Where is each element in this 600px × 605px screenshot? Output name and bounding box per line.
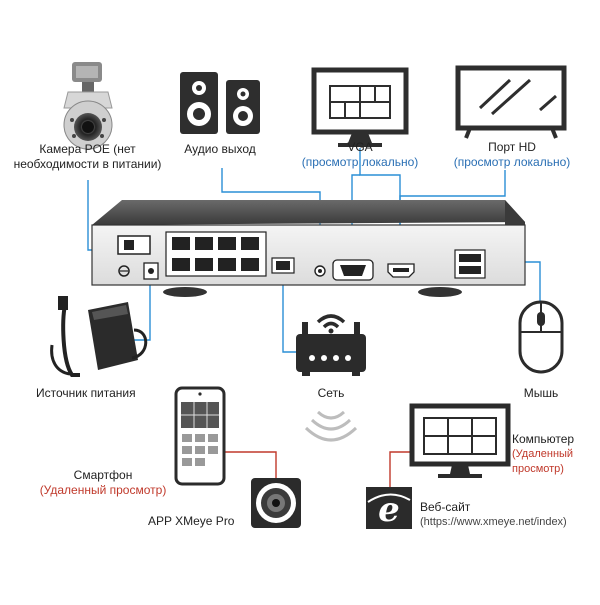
smartphone-sublabel: (Удаленный просмотр) bbox=[39, 483, 167, 497]
line-phone bbox=[224, 451, 277, 478]
svg-text:e: e bbox=[378, 490, 400, 530]
vga-label: VGA (просмотр локально) bbox=[300, 140, 420, 170]
router-icon bbox=[296, 314, 366, 376]
mouse-label: Мышь bbox=[523, 386, 559, 400]
monitor-icon bbox=[311, 67, 409, 147]
computer-sublabel-line1: (Удаленный bbox=[512, 448, 574, 460]
nvr-recorder-icon bbox=[91, 200, 526, 297]
smartphone-label: Смартфон (Удаленный просмотр) bbox=[36, 468, 170, 498]
line-network bbox=[282, 272, 298, 353]
poe-camera-label-line1: Камера POE (нет bbox=[39, 142, 136, 156]
computer-title: Компьютер bbox=[512, 432, 575, 446]
smartphone-icon bbox=[174, 386, 226, 486]
smartphone-title: Смартфон bbox=[73, 468, 133, 482]
camera-lens-app-icon bbox=[251, 478, 301, 528]
vga-sublabel: (просмотр локально) bbox=[301, 155, 419, 169]
hdmi-title: Порт HD bbox=[488, 140, 536, 154]
line-power bbox=[128, 280, 151, 341]
internet-explorer-icon: e bbox=[366, 487, 412, 530]
hdmi-sublabel: (просмотр локально) bbox=[453, 155, 571, 169]
audio-label: Аудио выход bbox=[184, 142, 256, 156]
hdmi-label: Порт HD (просмотр локально) bbox=[442, 140, 582, 170]
wifi-signal-icon bbox=[304, 410, 358, 442]
mouse-icon bbox=[518, 300, 564, 374]
computer-sublabel-line2: просмотр) bbox=[512, 463, 564, 475]
computer-label: Компьютер (Удаленный просмотр) bbox=[512, 432, 574, 477]
ptz-dome-camera-icon bbox=[63, 62, 113, 150]
poe-camera-label: Камера POE (нет необходимости в питании) bbox=[0, 142, 175, 172]
desktop-monitor-icon bbox=[409, 403, 511, 478]
app-label: APP XMeye Pro bbox=[148, 514, 235, 528]
power-label: Источник питания bbox=[36, 386, 136, 400]
tv-icon bbox=[455, 65, 567, 139]
line-pc bbox=[389, 451, 412, 487]
poe-camera-label-line2: необходимости в питании) bbox=[13, 157, 162, 171]
power-adapter-icon bbox=[50, 296, 148, 377]
website-title: Веб-сайт bbox=[420, 500, 471, 514]
vga-title: VGA bbox=[347, 140, 373, 154]
speakers-icon bbox=[180, 72, 260, 134]
website-label: Веб-сайт (https://www.xmeye.net/index) bbox=[420, 500, 567, 530]
website-url: (https://www.xmeye.net/index) bbox=[420, 516, 567, 528]
network-label: Сеть bbox=[317, 386, 345, 400]
